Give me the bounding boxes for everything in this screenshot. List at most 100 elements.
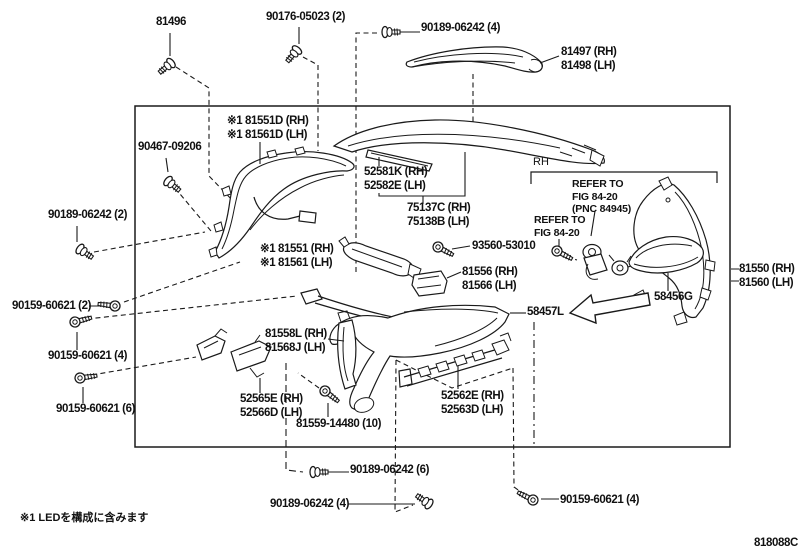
callout-90176-05023: 90176-05023 (2) [266,11,345,25]
part-81551-retainer-drawing [338,236,422,281]
part-number: ※1 81551 (RH) [260,243,334,255]
screw-icon-81559 [317,383,343,407]
part-number: 90189-06242 (4) [270,498,350,510]
footnote-text: ※1 LEDを構成に含みます [20,512,149,524]
screw-icon-90159-2 [96,298,122,313]
part-number: 81550 (RH) [739,263,795,275]
part-number: 90176-05023 (2) [266,11,346,23]
part-number: 75137C (RH) [407,202,471,214]
callout-90189-06242-top: 90189-06242 (4) [421,22,500,36]
part-number: 90159-60621 (2) [12,300,92,312]
part-81551d-lamp-unit-drawing [208,146,355,259]
screw-icon-90159-4a [68,312,94,329]
callout-58456g: 58456G [654,291,693,305]
callout-81559: 81559-14480 (10) [296,418,381,432]
callout-52565e: 52565E (RH)52566D (LH) [240,393,303,420]
part-number: 90159-60621 (6) [56,403,136,415]
part-number: ※1 81561 (LH) [260,256,333,269]
solid-leader-lines [76,27,739,505]
refer-text: FIG 84-20 [572,190,618,203]
clip-icon-90189-2 [73,242,97,263]
part-number: 52582E (LH) [364,179,426,192]
part-number: 81566 (LH) [462,279,517,292]
callout-90189-06242-2: 90189-06242 (2) [48,209,127,223]
bulb-socket-drawing [582,243,632,280]
led-footnote: ※1 LEDを構成に含みます [20,512,148,526]
callout-90189-06242-6: 90189-06242 (6) [350,464,429,478]
part-number: 81560 (LH) [739,276,794,289]
part-number: ※1 81561D (LH) [227,128,308,141]
clip-icon-90176 [282,43,304,66]
wire-connector [298,210,317,224]
callout-90467: 90467-09206 [138,141,202,155]
callout-58457l: 58457L [527,306,564,320]
part-number: 52562E (RH) [441,390,504,402]
clip-icon-90189-top [381,25,401,39]
part-number: 90189-06242 (4) [421,22,501,34]
callout-90159-60621-4a: 90159-60621 (4) [48,350,127,364]
clip-icon-90467 [161,174,184,196]
rh-marker: RH [533,156,549,170]
refer-text: (PNC 84945) [572,203,632,215]
part-number: 90159-60621 (4) [48,350,128,362]
callout-81550: 81550 (RH)81560 (LH) [739,263,795,290]
clip-icon-90189-6 [309,465,329,479]
part-number: 90159-60621 (4) [560,494,640,506]
part-81497-garnish-drawing [405,46,543,73]
refer-text: FIG 84-20 [534,226,580,239]
part-number: 81568J (LH) [265,341,326,354]
callout-90189-06242-4b: 90189-06242 (4) [270,498,349,512]
part-number: 52563D (LH) [441,403,504,416]
rh-section-bracket [530,171,718,184]
callout-52581k: 52581K (RH)52582E (LH) [364,166,428,193]
callout-81551d: ※1 81551D (RH)※1 81561D (LH) [227,115,309,142]
refer-text: REFER TO [572,178,624,190]
part-number: 75138B (LH) [407,215,470,228]
part-number: 81556 (RH) [462,266,518,278]
callout-90159-60621-2: 90159-60621 (2) [12,300,91,314]
screw-icon-90159-4b [514,487,541,508]
direction-arrow [568,292,651,325]
part-58457l-panel-drawing [300,288,510,413]
clip-icon-81496 [155,56,178,78]
callout-81496: 81496 [156,16,186,30]
callout-52562e: 52562E (RH)52563D (LH) [441,390,504,417]
part-number: 81558L (RH) [265,328,327,340]
callout-90159-60621-6: 90159-60621 (6) [56,403,135,417]
part-number: 90189-06242 (6) [350,464,430,476]
part-number: 81559-14480 (10) [296,418,382,430]
figure-code-text: 818088C [754,537,798,549]
marker-text: RH [533,156,549,168]
part-number: 58457L [527,306,564,318]
dashed-leader-lines [86,32,641,513]
part-number: 81497 (RH) [561,46,617,58]
screw-icon-refer2 [549,243,576,265]
part-58456g-extension-drawing [628,235,704,274]
part-52562e-rail-drawing [398,332,512,388]
part-52565e-brackets-drawing [196,328,272,378]
part-number: 52566D (LH) [240,406,303,419]
callout-75137c: 75137C (RH)75138B (LH) [407,202,471,229]
part-number: 93560-53010 [472,240,536,252]
diagram-frame-box [134,105,731,448]
part-number: ※1 81551D (RH) [227,115,309,127]
part-number: 58456G [654,291,693,303]
part-number: 81498 (LH) [561,59,616,72]
callout-81556: 81556 (RH)81566 (LH) [462,266,518,293]
callout-93560: 93560-53010 [472,240,536,254]
part-number: 52565E (RH) [240,393,303,405]
lamp-wire-harness [253,196,301,220]
callout-81558l: 81558L (RH)81568J (LH) [265,328,327,355]
callout-90159-60621-4b: 90159-60621 (4) [560,494,639,508]
screw-icon-90159-6 [73,370,99,385]
part-number: 90189-06242 (2) [48,209,128,221]
part-number: 81496 [156,16,186,28]
screw-icon-93560 [430,239,457,261]
part-81556-clip-drawing [411,270,448,297]
part-number: 90467-09206 [138,141,202,153]
part-number: 52581K (RH) [364,166,428,178]
